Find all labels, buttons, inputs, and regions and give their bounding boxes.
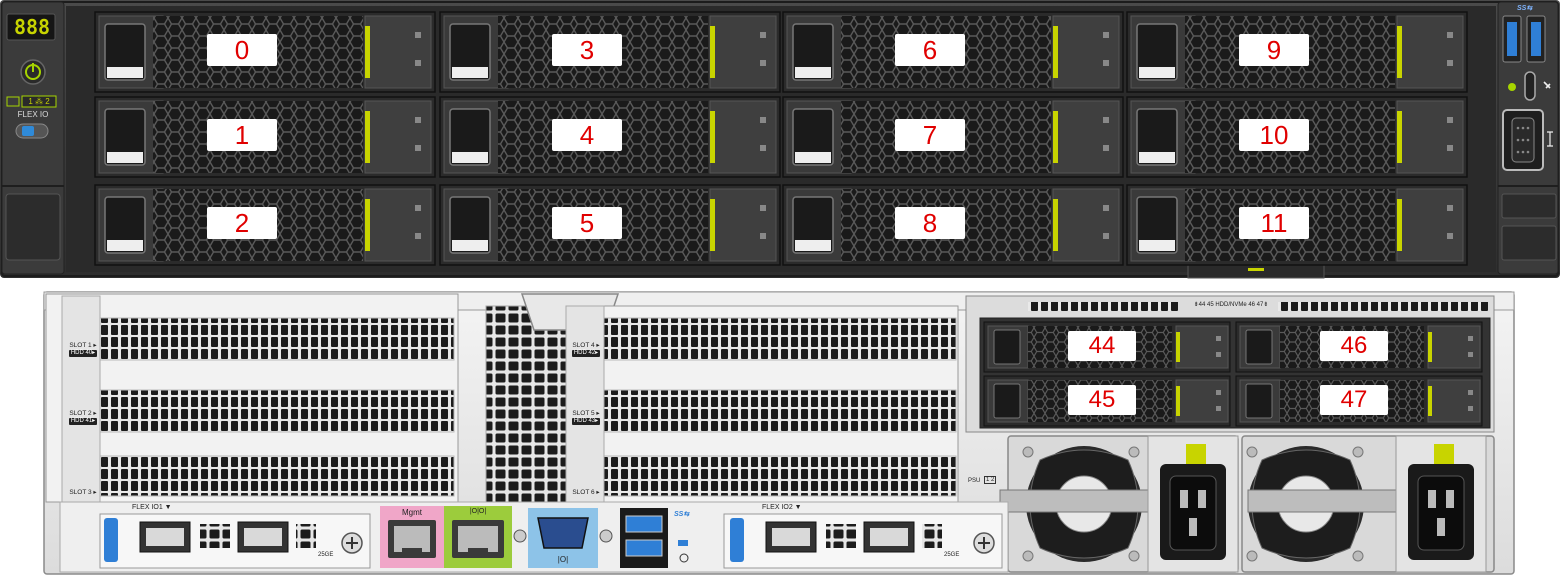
riser-left [45, 293, 459, 503]
flex-io-label: FLEX IO [17, 110, 49, 119]
ethernet-port[interactable] [452, 520, 504, 558]
flex-io-toggle[interactable] [16, 124, 48, 138]
slot-6-label: SLOT 6 ▸ [572, 489, 600, 496]
psu-label: PSU [968, 478, 981, 484]
rear-bay-label-47: 47 [1320, 385, 1388, 415]
front-bay-label-7: 7 [895, 119, 965, 151]
vga-port[interactable] [538, 518, 588, 548]
front-status-display: 888 [13, 15, 51, 39]
hdd-nvme-label: ⇟44 45 HDD/NVMe 46 47⇟ [1193, 302, 1269, 308]
front-bay-label-5: 5 [552, 207, 622, 239]
rear-bay-label-46: 46 [1320, 331, 1388, 361]
slot-1-label: SLOT 1 ▸HDD 40▸ [68, 342, 98, 357]
psu-2 [1241, 435, 1495, 573]
front-right-ear [1497, 1, 1559, 275]
usb-port-upper[interactable] [626, 516, 662, 532]
rear-usb-logo: SS⇆ [674, 511, 690, 518]
psu-numbers: 1 2 [984, 476, 997, 484]
front-usb-logo: SS⇆ [1517, 5, 1533, 12]
speed-label-2: 25GE [944, 552, 960, 558]
ioi-label: |O|O| [469, 508, 487, 515]
mgmt-port[interactable] [388, 520, 436, 558]
usb-port-lower[interactable] [626, 540, 662, 556]
front-bay-8[interactable] [782, 184, 1124, 266]
front-bay-label-9: 9 [1239, 34, 1309, 66]
mgmt-label: Mgmt [402, 508, 422, 517]
flex-io-ports-label: 1 ⁂ 2 [28, 97, 50, 106]
front-bay-label-10: 10 [1239, 119, 1309, 151]
front-bay-label-3: 3 [552, 34, 622, 66]
speed-label-1: 25GE [318, 552, 334, 558]
front-left-ear [1, 1, 65, 275]
front-bay-9[interactable] [1126, 11, 1468, 93]
power-button-icon[interactable] [21, 60, 45, 84]
front-bay-label-6: 6 [895, 34, 965, 66]
front-bay-label-1: 1 [207, 119, 277, 151]
front-bay-label-11: 11 [1239, 207, 1309, 239]
riser-right [565, 305, 959, 503]
front-bay-label-4: 4 [552, 119, 622, 151]
slot-5-label: SLOT 5 ▸HDD 43▸ [571, 410, 601, 425]
front-bay-4[interactable] [439, 96, 781, 178]
rear-io-strip [59, 501, 1009, 573]
rear-bay-label-45: 45 [1068, 385, 1136, 415]
psu-1 [999, 435, 1239, 573]
vga-label: |O| [557, 555, 569, 564]
front-bay-label-2: 2 [207, 207, 277, 239]
rear-bay-label-44: 44 [1068, 331, 1136, 361]
slot-3-label: SLOT 3 ▸ [69, 489, 97, 496]
flex-io1-label: FLEX IO1 ▼ [132, 504, 172, 511]
slot-4-label: SLOT 4 ▸HDD 42▸ [571, 342, 601, 357]
flex-io2-label: FLEX IO2 ▼ [762, 504, 802, 511]
front-bay-label-8: 8 [895, 207, 965, 239]
front-bay-label-0: 0 [207, 34, 277, 66]
slot-2-label: SLOT 2 ▸HDD 41▸ [68, 410, 98, 425]
rear-bay-45[interactable] [983, 375, 1231, 427]
